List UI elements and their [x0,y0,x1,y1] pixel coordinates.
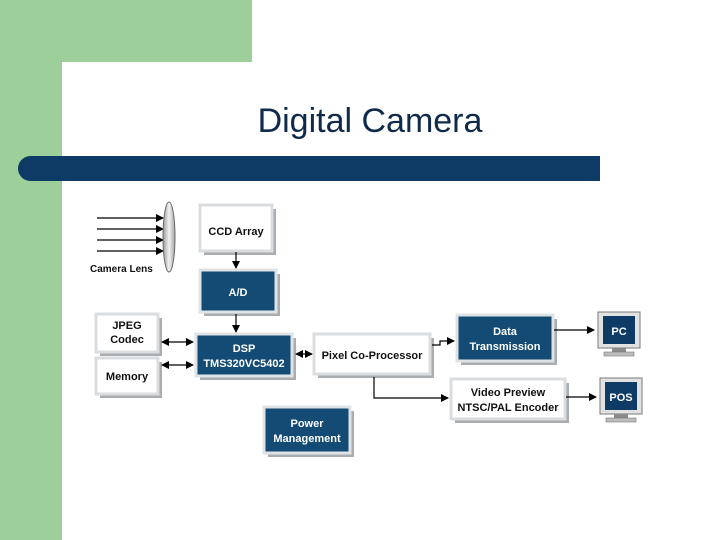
dsp-label-line2: TMS320VC5402 [203,358,284,370]
power-management-block: Power Management [262,405,354,457]
power-management-line1: Power [290,418,324,430]
pos-monitor-label: POS [609,392,632,404]
slide-title: Digital Camera [257,102,483,140]
camera-lens-label: Camera Lens [90,264,153,275]
jpeg-label-line2: Codec [110,334,144,346]
slide-content-area [62,62,720,540]
arrow-pixel-to-video [373,377,449,402]
jpeg-label-line1: JPEG [112,320,141,332]
pc-monitor-icon: PC [597,311,641,357]
memory-label: Memory [106,371,149,383]
data-transmission-line2: Transmission [470,341,541,353]
dsp-label-line1: DSP [233,343,256,355]
arrow-pixel-to-data [432,337,455,346]
data-transmission-block: Data Transmission [455,313,557,365]
jpeg-codec-block: JPEG Codec [94,312,162,356]
power-management-line2: Management [273,433,341,445]
ad-label: A/D [229,287,248,299]
pixel-coprocessor-block: Pixel Co-Processor [312,332,434,378]
pixel-coprocessor-label: Pixel Co-Processor [322,350,424,362]
dsp-block: DSP TMS320VC5402 [194,332,296,380]
video-preview-line1: Video Preview [471,387,546,399]
data-transmission-line1: Data [493,326,518,338]
memory-block: Memory [94,356,162,398]
light-rays [97,214,164,255]
video-preview-block: Video Preview NTSC/PAL Encoder [449,377,569,423]
ccd-array-block: CCD Array [198,203,276,255]
ad-converter-block: A/D [198,268,280,316]
title-underline-bar [18,156,600,181]
pos-monitor-icon: POS [599,377,643,423]
pc-monitor-label: PC [611,326,626,338]
ccd-array-label: CCD Array [208,226,264,238]
camera-lens [162,201,176,273]
background-green-left [0,0,62,540]
video-preview-line2: NTSC/PAL Encoder [457,402,559,414]
